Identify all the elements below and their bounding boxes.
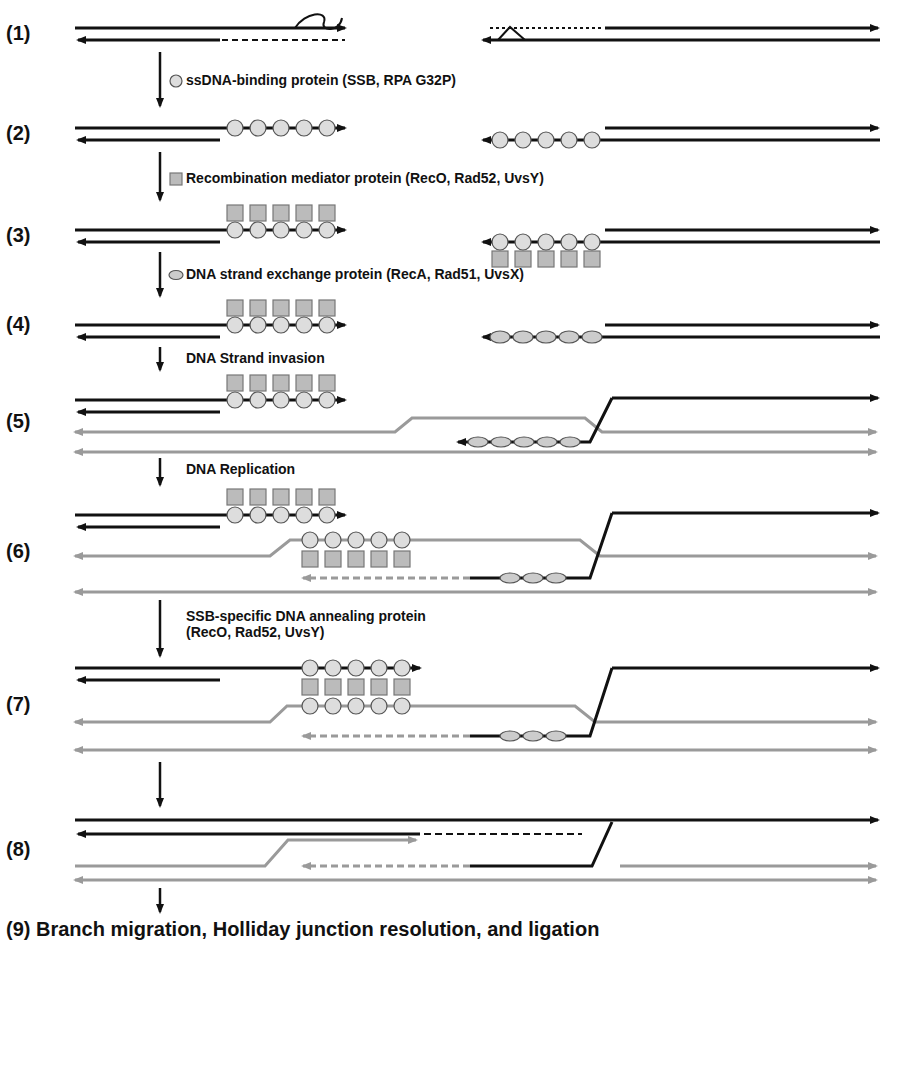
ssb-proteins [227, 120, 600, 148]
recA-icon [169, 271, 183, 280]
ssb-proteins [227, 392, 335, 408]
step-label: DNA strand exchange protein (RecA, Rad51… [186, 266, 524, 282]
mediator-proteins [227, 375, 335, 391]
stage-6 [75, 513, 878, 592]
step-number: (4) [6, 313, 30, 336]
stage-2 [75, 128, 880, 140]
step-label: DNA Strand invasion [186, 350, 325, 366]
final-step-label: (9) Branch migration, Holliday junction … [6, 918, 599, 941]
step-number: (5) [6, 410, 30, 433]
step-number: (7) [6, 693, 30, 716]
step-label: ssDNA-binding protein (SSB, RPA G32P) [186, 72, 456, 88]
step-label: DNA Replication [186, 461, 295, 477]
stage-4 [75, 325, 880, 337]
mediator-proteins [227, 489, 410, 567]
recA-filament [490, 331, 602, 343]
mediator-proteins [227, 300, 335, 316]
step-number: (6) [6, 540, 30, 563]
recA-filament [500, 731, 566, 741]
mediator-proteins [227, 205, 600, 267]
step-arrows [159, 52, 162, 912]
step-number: (2) [6, 122, 30, 145]
step-number: (8) [6, 838, 30, 861]
stage-8 [75, 820, 878, 880]
ssb-proteins [227, 317, 335, 333]
mediator-icon [170, 173, 182, 185]
ssb-icon [170, 75, 182, 87]
mediator-proteins [302, 679, 410, 695]
step-number: (3) [6, 224, 30, 247]
ssb-proteins [227, 507, 410, 548]
stage-3 [75, 230, 880, 242]
ssb-proteins [227, 222, 600, 250]
step-label: SSB-specific DNA annealing protein (RecO… [186, 608, 471, 640]
recA-filament [500, 573, 566, 583]
ssb-proteins [302, 660, 410, 714]
stage-7 [75, 668, 878, 750]
stage-5 [75, 398, 878, 452]
stage-1 [75, 14, 880, 40]
recA-filament [468, 437, 580, 447]
step-label: Recombination mediator protein (RecO, Ra… [186, 170, 544, 186]
step-number: (1) [6, 22, 30, 45]
